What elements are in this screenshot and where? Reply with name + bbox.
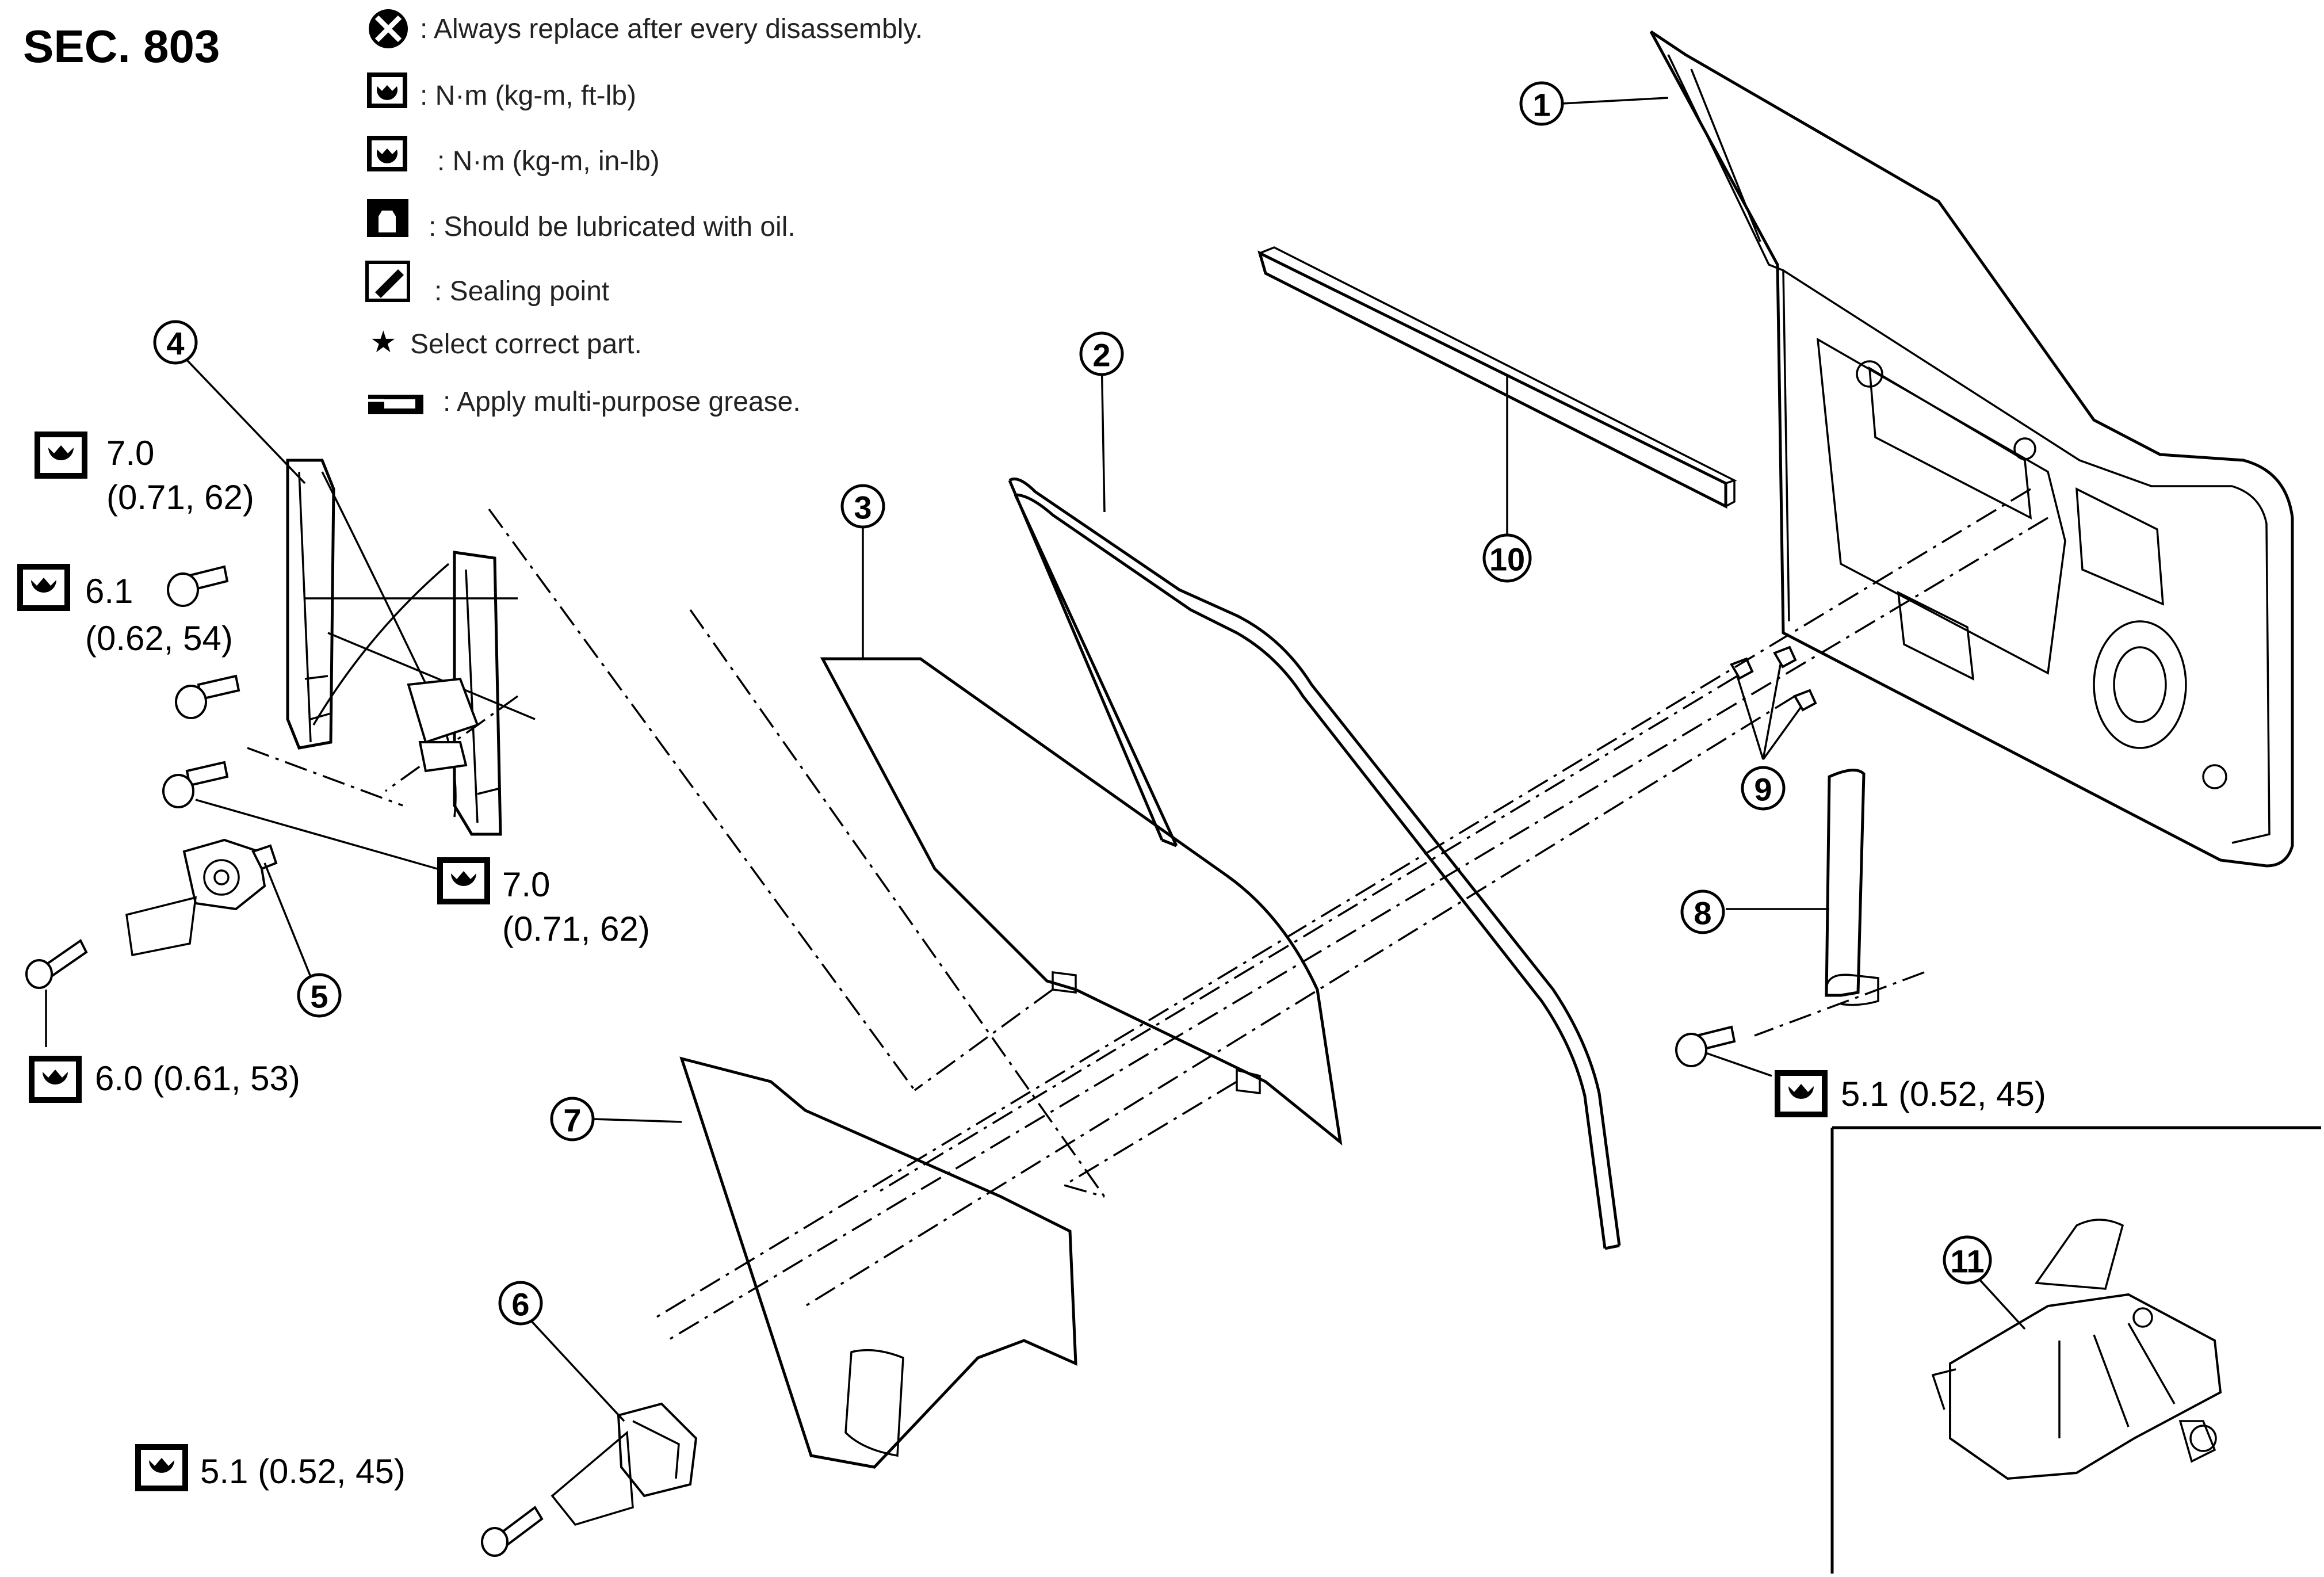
callout-4: 4	[153, 320, 198, 365]
torque-text-4: 6.0 (0.61, 53)	[95, 1059, 300, 1098]
legend-text-3: : N·m (kg-m, in-lb)	[437, 146, 660, 177]
bolt-3	[162, 761, 229, 808]
torque-wrench-icon	[35, 432, 87, 479]
torque-spec-4: 6.0 (0.61, 53)	[29, 1056, 300, 1103]
callout-label-1: 1	[1532, 87, 1550, 123]
torque-wrench-icon	[437, 857, 490, 904]
torque-value-3: 7.0	[502, 865, 550, 904]
torque-spec-3: 7.0 (0.71, 62)	[437, 857, 650, 948]
x-circle-icon	[369, 9, 408, 48]
torque-text-5: 5.1 (0.52, 45)	[1841, 1075, 2046, 1113]
torque-value-2: 6.1	[85, 572, 133, 610]
torque-text-6: 5.1 (0.52, 45)	[200, 1452, 406, 1491]
torque-wrench-ft-lb-icon	[367, 72, 407, 108]
callout-label-5: 5	[310, 979, 328, 1015]
sealing-screen-part	[679, 1056, 1077, 1469]
callout-9: 9	[1741, 766, 1786, 811]
control-unit-part	[1931, 1219, 2222, 1480]
torque-wrench-icon	[29, 1056, 82, 1103]
legend-text-6: Select correct part.	[410, 329, 642, 360]
callout-5: 5	[297, 973, 342, 1018]
glass-run-part	[1008, 478, 1621, 1250]
legend-text-1: : Always replace after every disassembly…	[420, 14, 923, 44]
torque-spec-5: 5.1 (0.52, 45)	[1775, 1070, 2046, 1117]
legend-text-7: : Apply multi-purpose grease.	[443, 387, 801, 417]
bolt-1	[167, 565, 229, 607]
callout-label-11: 11	[1950, 1243, 1984, 1280]
callout-1: 1	[1519, 81, 1564, 126]
bolt-2	[175, 674, 240, 719]
callout-label-10: 10	[1489, 541, 1525, 578]
legend-text-4: : Should be lubricated with oil.	[429, 212, 796, 242]
torque-spec-2: 6.1 (0.62, 54)	[17, 564, 233, 658]
torque-units-2: (0.62, 54)	[85, 619, 233, 658]
detail-inset	[1830, 1126, 2321, 1574]
grease-icon	[368, 395, 423, 414]
callout-label-3: 3	[854, 490, 871, 526]
legend: : Always replace after every disassembly…	[365, 9, 923, 417]
torque-spec-6: 5.1 (0.52, 45)	[135, 1444, 406, 1491]
legend-text-5: : Sealing point	[434, 276, 609, 307]
callout-8: 8	[1680, 889, 1725, 934]
torque-spec-1: 7.0 (0.71, 62)	[35, 432, 254, 517]
bolts	[25, 565, 1736, 1557]
legend-text-2: : N·m (kg-m, ft-lb)	[420, 81, 636, 111]
outside-molding-part	[1257, 246, 1737, 509]
callout-label-4: 4	[166, 326, 184, 362]
callout-6: 6	[498, 1281, 543, 1326]
callout-11: 11	[1943, 1235, 1992, 1285]
leader-lines	[45, 97, 2026, 1422]
torque-wrench-icon	[1775, 1070, 1828, 1117]
callout-7: 7	[550, 1097, 595, 1141]
torque-wrench-icon	[135, 1444, 188, 1491]
bolt-4	[25, 939, 88, 989]
callout-label-9: 9	[1754, 772, 1772, 808]
star-icon: ★	[370, 326, 397, 359]
clips-part	[1730, 646, 1817, 761]
callout-label-2: 2	[1092, 337, 1110, 373]
torque-value-1: 7.0	[106, 434, 154, 472]
rear-lower-sash-part	[1825, 769, 1879, 1006]
alignment-lines	[247, 488, 2048, 1342]
section-label: SEC. 803	[23, 21, 220, 72]
torque-units-3: (0.71, 62)	[502, 910, 650, 948]
callout-label-6: 6	[511, 1286, 529, 1323]
torque-wrench-icon	[17, 564, 70, 611]
window-regulator-part	[286, 459, 536, 836]
callout-label-8: 8	[1694, 895, 1711, 931]
callout-label-7: 7	[563, 1102, 581, 1139]
callout-10: 10	[1482, 533, 1532, 583]
door-panel-part	[1649, 30, 2294, 868]
torque-units-1: (0.71, 62)	[106, 478, 254, 517]
sealing-icon	[365, 261, 410, 302]
bolt-6	[481, 1506, 544, 1557]
bolt-5	[1675, 1025, 1736, 1067]
lower-bracket-part	[551, 1402, 698, 1526]
oil-can-icon	[367, 199, 408, 237]
regulator-motor-part	[125, 838, 278, 957]
callout-2: 2	[1079, 331, 1124, 376]
callout-3: 3	[840, 484, 885, 529]
torque-wrench-in-lb-icon	[367, 136, 407, 171]
